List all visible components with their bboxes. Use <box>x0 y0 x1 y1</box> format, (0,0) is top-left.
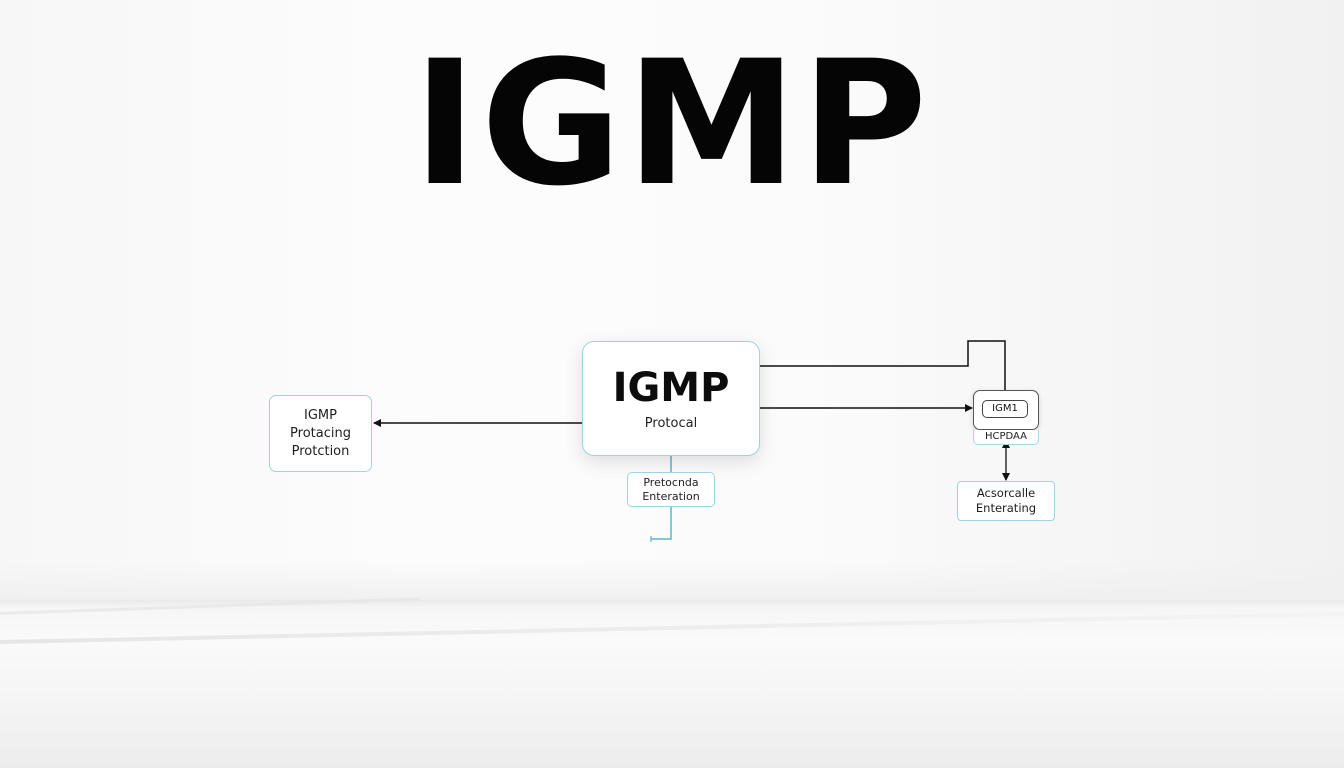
middle-node-line: Pretocnda <box>643 475 699 489</box>
left-node-line: IGMP <box>304 407 337 423</box>
middle-node-line: Enteration <box>642 489 700 503</box>
right-bottom-node-line: Enterating <box>975 501 1037 515</box>
left-node-line: Protction <box>291 443 350 459</box>
right-bottom-node: Acsorcalle Enterating <box>957 481 1055 521</box>
middle-node: Pretocnda Enteration <box>627 472 715 507</box>
main-node: IGMP Protocal <box>582 341 760 456</box>
main-node-subtitle: Protocal <box>644 416 698 431</box>
left-node: IGMP Protacing Protction <box>269 395 372 472</box>
right-node-inner-label: IGM1 <box>982 400 1028 418</box>
right-bottom-node-line: Acsorcalle <box>976 486 1036 500</box>
floor-haze <box>0 560 1344 605</box>
right-node: IGM1 <box>973 390 1039 430</box>
main-node-title: IGMP <box>612 365 730 411</box>
left-node-line: Protacing <box>290 425 351 441</box>
page-title: IGMP <box>412 23 932 224</box>
right-node-caption: HCPDAA <box>973 430 1039 445</box>
